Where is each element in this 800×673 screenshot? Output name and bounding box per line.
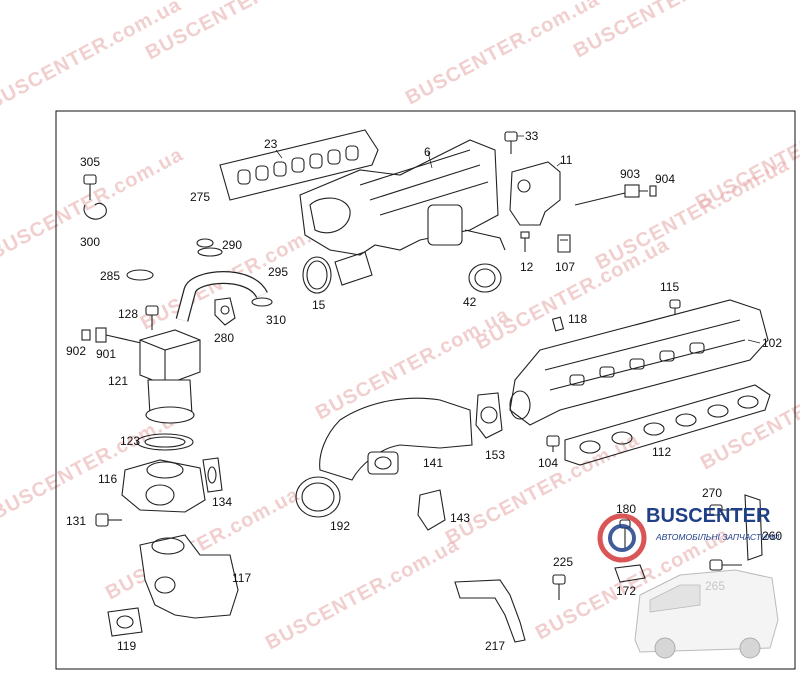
part-label-115: 115 <box>660 280 679 294</box>
part-label-15: 15 <box>312 298 326 312</box>
part-label-180: 180 <box>616 502 636 516</box>
part-310-clamp <box>251 297 273 307</box>
part-128-bolt <box>145 305 159 330</box>
part-label-131: 131 <box>66 514 86 528</box>
part-label-42: 42 <box>463 295 477 309</box>
part-192-o-ring <box>295 476 341 518</box>
part-label-903: 903 <box>620 167 640 181</box>
part-903-connector <box>574 184 657 206</box>
part-23-gasket <box>219 129 379 201</box>
part-label-102: 102 <box>762 336 782 350</box>
part-104-bolt <box>546 435 560 452</box>
part-label-904: 904 <box>655 172 675 186</box>
part-141-egr-pipe <box>319 397 473 481</box>
part-label-134: 134 <box>212 495 232 509</box>
part-label-6: 6 <box>424 145 431 159</box>
part-290-clamp <box>197 247 223 257</box>
part-label-310: 310 <box>266 313 286 327</box>
part-116-housing <box>121 459 206 513</box>
part-217-bracket <box>454 579 526 643</box>
part-label-902: 902 <box>66 344 86 358</box>
part-134-gasket <box>202 457 223 493</box>
part-label-153: 153 <box>485 448 505 462</box>
part-label-275: 275 <box>190 190 210 204</box>
part-295-hose <box>175 271 268 322</box>
part-label-901: 901 <box>96 347 116 361</box>
part-123-gasket <box>136 433 194 451</box>
part-119-gasket <box>107 607 143 637</box>
part-11-actuator <box>509 161 563 226</box>
part-label-12: 12 <box>520 260 534 274</box>
part-label-141: 141 <box>423 456 443 470</box>
buscenter-logo: BUSCENTER АВТОМОБІЛЬНІ ЗАПЧАСТИНИ <box>597 505 780 563</box>
part-label-11: 11 <box>560 153 573 167</box>
part-label-123: 123 <box>120 434 140 448</box>
part-label-112: 112 <box>652 445 671 459</box>
part-label-192: 192 <box>330 519 350 533</box>
part-label-260: 260 <box>762 529 782 543</box>
part-33-bolt <box>504 131 524 154</box>
part-117-egr-cooler <box>139 534 239 619</box>
part-15-o-ring <box>302 251 373 294</box>
part-label-121: 121 <box>108 374 128 388</box>
part-118-label-plate <box>551 316 565 332</box>
part-265-bolt <box>709 559 742 571</box>
part-label-128: 128 <box>118 307 138 321</box>
part-label-285: 285 <box>100 269 120 283</box>
part-225-bolt <box>552 574 566 600</box>
part-42-seal <box>468 263 502 293</box>
part-107-clip <box>557 234 571 253</box>
part-260-bracket <box>744 494 763 561</box>
part-121-egr-valve <box>139 329 201 424</box>
part-12-bolt <box>520 231 530 252</box>
watermark-text: BUSCENTER.com.ua <box>697 354 800 475</box>
part-172-bracket <box>614 564 646 583</box>
logo-word: BUSCENTER <box>646 505 771 527</box>
part-112-gasket <box>564 384 771 466</box>
watermark-text: BUSCENTER.com.ua <box>402 0 603 109</box>
part-270-bolt <box>709 504 742 516</box>
part-285-clamp <box>126 269 154 281</box>
part-label-119: 119 <box>117 639 136 653</box>
part-label-300: 300 <box>80 235 100 249</box>
part-label-107: 107 <box>555 260 575 274</box>
logo-subtitle: АВТОМОБІЛЬНІ ЗАПЧАСТИНИ <box>655 532 780 542</box>
watermark-text: BUSCENTER.com.ua <box>262 534 463 655</box>
part-label-217: 217 <box>485 639 505 653</box>
part-label-33: 33 <box>525 129 539 143</box>
part-label-118: 118 <box>568 312 587 326</box>
part-143-sensor <box>417 489 446 531</box>
part-153-gasket <box>475 392 503 439</box>
part-6-intake-manifold <box>299 139 506 256</box>
part-label-172: 172 <box>616 584 636 598</box>
part-label-143: 143 <box>450 511 470 525</box>
part-275-hose <box>119 181 214 266</box>
part-label-225: 225 <box>553 555 573 569</box>
van-illustration <box>634 569 779 659</box>
part-label-104: 104 <box>538 456 558 470</box>
part-label-295: 295 <box>268 265 288 279</box>
part-label-305: 305 <box>80 155 100 169</box>
part-label-280: 280 <box>214 331 234 345</box>
part-label-270: 270 <box>702 486 722 500</box>
diagram-frame <box>55 110 796 670</box>
part-label-117: 117 <box>232 571 251 585</box>
part-label-290: 290 <box>222 238 242 252</box>
part-305-bolt <box>83 174 107 220</box>
part-label-116: 116 <box>98 472 117 486</box>
part-131-bolt <box>95 513 122 527</box>
part-label-23: 23 <box>264 137 278 151</box>
part-102-exhaust-manifold <box>509 299 769 426</box>
part-280-bracket <box>214 297 236 326</box>
